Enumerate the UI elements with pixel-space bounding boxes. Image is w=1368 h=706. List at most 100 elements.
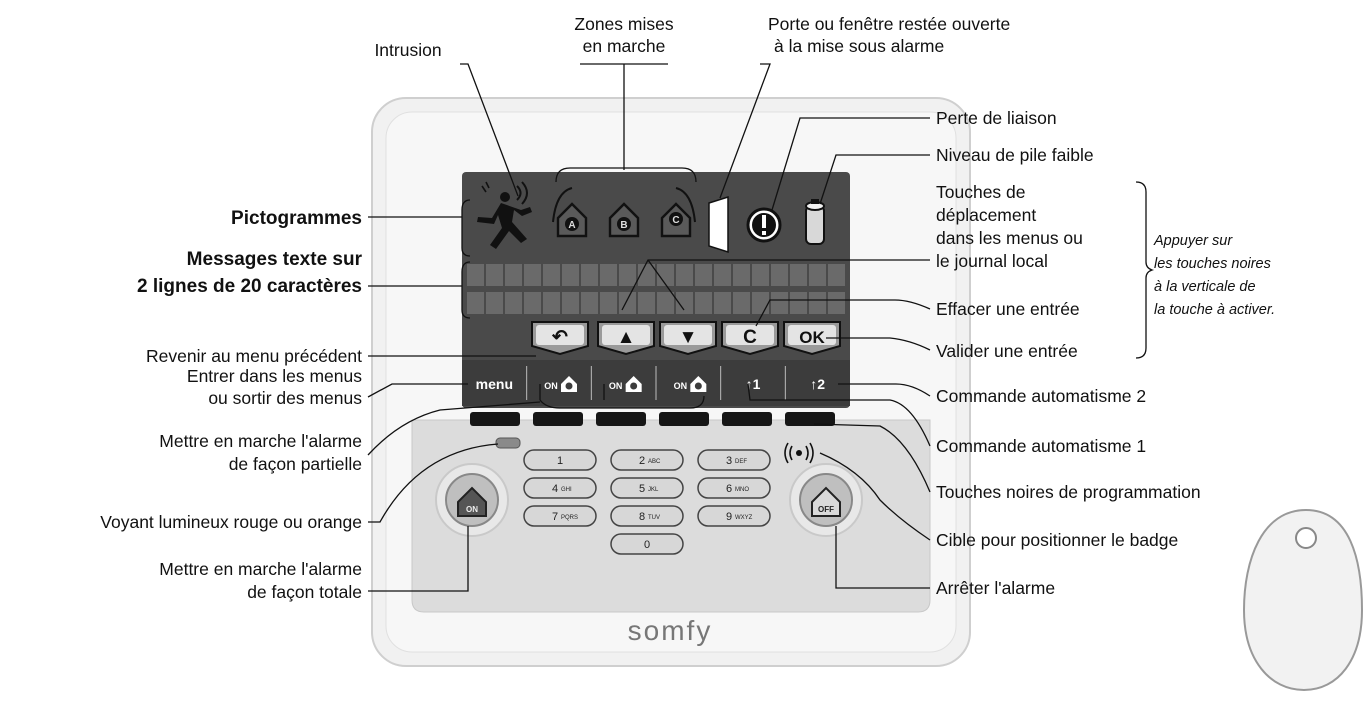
leader-led: [368, 443, 499, 523]
label-move-keys-3: dans les menus ou: [936, 228, 1083, 248]
black-key-3[interactable]: [659, 412, 709, 426]
numpad-letters: JKL: [648, 487, 659, 493]
label-pictograms: Pictogrammes: [231, 208, 362, 229]
zone-letter: A: [568, 220, 575, 231]
black-key-5[interactable]: [785, 412, 835, 426]
zone-a-icon: A: [552, 187, 588, 238]
soft-key-label: ON: [544, 381, 558, 391]
zone-c-icon: C: [660, 187, 696, 238]
lcd-cell: [771, 264, 788, 286]
lcd-cell: [714, 292, 731, 314]
status-led: [495, 437, 521, 449]
open-door-icon: [708, 195, 729, 254]
lcd-cell: [657, 264, 674, 286]
numpad-letters: DEF: [735, 459, 747, 465]
label-zones-1: Zones mises: [574, 14, 673, 34]
soft-key-5[interactable]: ↑2: [784, 366, 825, 400]
off-button[interactable]: OFF: [789, 463, 863, 537]
note-line-2: les touches noires: [1154, 256, 1271, 272]
label-door-2: à la mise sous alarme: [774, 36, 944, 56]
lcd-cell: [752, 264, 769, 286]
nav-key-3[interactable]: C: [721, 321, 779, 356]
nav-key-1[interactable]: ▲: [597, 321, 655, 356]
text-message-display: [467, 264, 845, 314]
link-loss-icon: [746, 207, 782, 243]
black-key-0[interactable]: [470, 412, 520, 426]
black-key-4[interactable]: [722, 412, 772, 426]
lcd-cell: [581, 292, 598, 314]
leader-menus: [367, 383, 468, 398]
leader-auto1: [747, 383, 931, 447]
nav-key-0[interactable]: ↶: [531, 321, 589, 356]
lcd-cell: [600, 292, 617, 314]
label-zones-2: en marche: [583, 36, 666, 56]
soft-key-4[interactable]: ↑1: [720, 366, 761, 400]
soft-key-label: menu: [476, 376, 513, 392]
soft-key-1[interactable]: ON: [526, 366, 577, 400]
lcd-cell: [809, 264, 826, 286]
black-key-2[interactable]: [596, 412, 646, 426]
pictogram-row: A B C: [477, 181, 825, 254]
lcd-cell: [695, 292, 712, 314]
lcd-cell: [790, 264, 807, 286]
lcd-cell: [657, 292, 674, 314]
soft-key-2[interactable]: ON: [590, 366, 642, 400]
leader-door: [719, 63, 771, 199]
label-move-keys-4: le journal local: [936, 251, 1048, 271]
zone-letter: B: [620, 220, 627, 231]
numpad-digit: 1: [557, 455, 563, 467]
label-total-1: Mettre en marche l'alarme: [159, 559, 362, 579]
leader-pictograms: [368, 199, 471, 257]
leader-move-keys: [621, 259, 930, 311]
low-battery-icon: [805, 199, 825, 245]
lcd-cell: [638, 292, 655, 314]
on-button-label: ON: [466, 505, 478, 514]
nav-key-4[interactable]: OK: [783, 321, 841, 356]
soft-key-3[interactable]: ON: [655, 366, 707, 400]
label-auto2: Commande automatisme 2: [936, 386, 1146, 406]
on-button[interactable]: ON: [435, 463, 509, 537]
label-messages-1: Messages texte sur: [187, 249, 363, 270]
lcd-cell: [467, 292, 484, 314]
label-back: Revenir au menu précédent: [146, 346, 362, 366]
label-link-loss: Perte de liaison: [936, 108, 1057, 128]
off-button-label: OFF: [818, 505, 834, 514]
numpad-digit: 7: [552, 511, 558, 523]
badge-fob: [1242, 508, 1364, 692]
lcd-cell: [828, 264, 845, 286]
note-line-3: à la verticale de: [1154, 279, 1256, 295]
label-badge-target: Cible pour positionner le badge: [936, 530, 1178, 550]
label-auto1: Commande automatisme 1: [936, 436, 1146, 456]
label-low-battery: Niveau de pile faible: [936, 145, 1094, 165]
brand-logo: somfy: [628, 615, 713, 646]
nav-key-label: ▼: [679, 327, 698, 348]
numpad-letters: MNO: [735, 487, 749, 493]
lcd-cell: [695, 264, 712, 286]
black-key-1[interactable]: [533, 412, 583, 426]
numpad-letters: ABC: [648, 459, 661, 465]
leader-lines: [367, 63, 1155, 592]
leader-auto2: [838, 383, 931, 397]
label-total-2: de façon totale: [247, 582, 362, 602]
label-partial-1: Mettre en marche l'alarme: [159, 431, 362, 451]
badge-target-icon: [784, 442, 814, 464]
lcd-cell: [505, 292, 522, 314]
numpad-letters: GHI: [561, 487, 572, 493]
nav-key-2[interactable]: ▼: [659, 321, 717, 356]
label-menus-1: Entrer dans les menus: [187, 366, 362, 386]
soft-key-0[interactable]: menu: [476, 376, 513, 392]
lcd-cell: [676, 292, 693, 314]
label-menus-2: ou sortir des menus: [208, 388, 362, 408]
numpad-key-0[interactable]: 0: [610, 533, 684, 555]
numpad-key-1[interactable]: 1: [523, 449, 597, 471]
